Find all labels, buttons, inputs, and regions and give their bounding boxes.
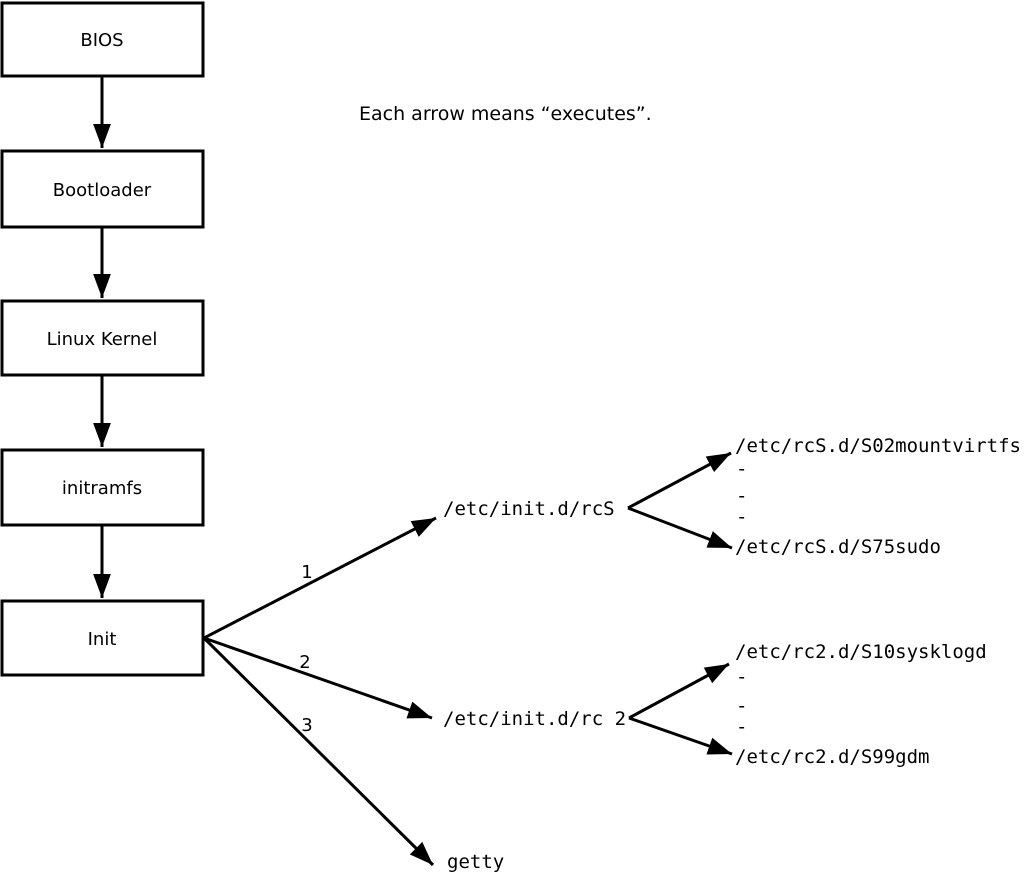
init-box <box>0 599 205 677</box>
linux-kernel-box <box>0 299 205 377</box>
rc2-ellipsis-dash: - <box>736 695 747 717</box>
rcs-first-child-label: /etc/rcS.d/S02mountvirtfs <box>735 435 1021 457</box>
rcs-ellipsis-dash: - <box>736 506 747 528</box>
bios-box-label: BIOS <box>80 30 123 51</box>
arrow-rc2-to-first-icon <box>628 662 730 720</box>
bootloader-box <box>0 149 205 229</box>
rc2-ellipsis-dash: - <box>736 716 747 738</box>
rcs-ellipsis-dash: - <box>736 458 747 480</box>
arrow-init-to-getty-icon <box>202 636 435 867</box>
rc2-script-label: /etc/init.d/rc 2 <box>443 708 626 730</box>
rcs-ellipsis-dash: - <box>736 485 747 507</box>
getty-label: getty <box>447 851 504 873</box>
rc2-ellipsis-dash: - <box>736 666 747 688</box>
initramfs-box-label: initramfs <box>62 478 142 499</box>
branch-order-2: 2 <box>299 652 310 673</box>
rcs-script-label: /etc/init.d/rcS <box>443 498 615 520</box>
branch-order-3: 3 <box>301 715 312 736</box>
branch-order-1: 1 <box>301 562 312 583</box>
initramfs-box <box>0 448 205 527</box>
arrow-rcs-to-first-icon <box>627 451 732 510</box>
arrow-init-to-rc2-icon <box>203 636 433 720</box>
rcs-last-child-label: /etc/rcS.d/S75sudo <box>735 536 941 558</box>
bios-box <box>0 1 205 78</box>
linux-kernel-box-label: Linux Kernel <box>47 329 158 350</box>
arrow-rc2-to-last-icon <box>628 716 733 756</box>
arrow-rcs-to-last-icon <box>627 506 733 550</box>
note-text: Each arrow means “executes”. <box>359 103 652 125</box>
rc2-last-child-label: /etc/rc2.d/S99gdm <box>735 746 929 768</box>
arrow-init-to-rcs-icon <box>203 516 437 640</box>
bootloader-box-label: Bootloader <box>53 180 152 201</box>
init-box-label: Init <box>88 629 117 650</box>
rc2-first-child-label: /etc/rc2.d/S10sysklogd <box>735 641 987 663</box>
